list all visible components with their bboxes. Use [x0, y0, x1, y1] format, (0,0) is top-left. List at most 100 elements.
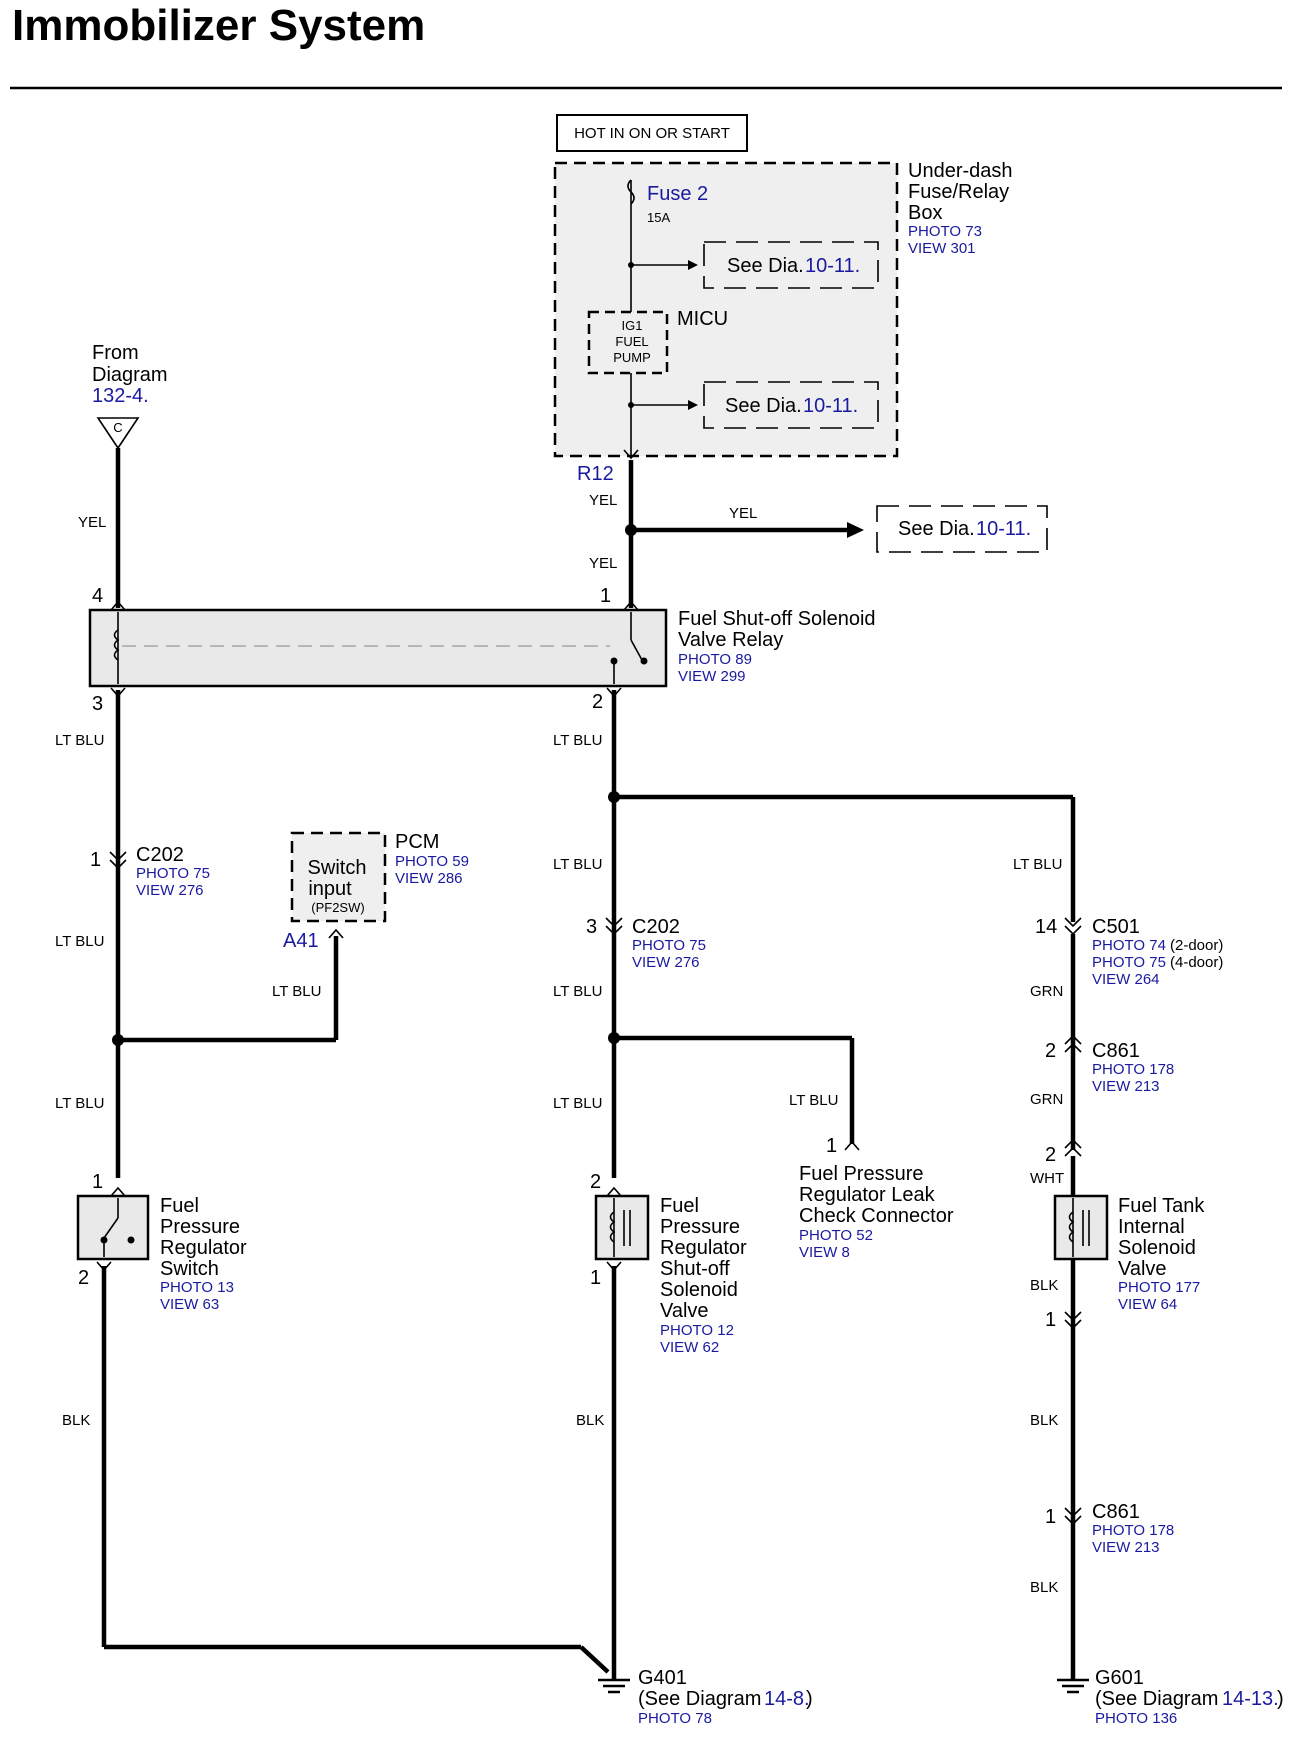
- relay-switch-icon: [630, 639, 643, 661]
- connector-icon: [110, 600, 126, 611]
- wire-label-ltblu: LT BLU: [553, 732, 602, 749]
- connector-icon: [623, 600, 639, 611]
- relay-view-link[interactable]: VIEW 299: [678, 668, 746, 685]
- c202-mid-view-link[interactable]: VIEW 276: [632, 954, 700, 971]
- shutoff-valve-name-1: Fuel: [660, 1195, 699, 1217]
- leak-connector-view-link[interactable]: VIEW 8: [799, 1244, 850, 1261]
- pcm-photo-link[interactable]: PHOTO 59: [395, 853, 469, 870]
- c501-photo2-link[interactable]: PHOTO 75: [1092, 954, 1166, 971]
- pcm-signal: (PF2SW): [311, 900, 364, 915]
- g601-see: (See Diagram: [1095, 1688, 1218, 1710]
- relay-pin-3: 3: [92, 693, 103, 715]
- leak-connector-name-2: Regulator Leak: [799, 1184, 936, 1206]
- c501-photo1-link[interactable]: PHOTO 74: [1092, 937, 1166, 954]
- wire-label-ltblu: LT BLU: [55, 732, 104, 749]
- shutoff-valve-photo-link[interactable]: PHOTO 12: [660, 1322, 734, 1339]
- c501-view-link[interactable]: VIEW 264: [1092, 971, 1160, 988]
- pcm-view-link[interactable]: VIEW 286: [395, 870, 463, 887]
- micu-line-1: IG1: [622, 318, 643, 333]
- c202-mid-name: C202: [632, 916, 680, 938]
- leak-connector-name-1: Fuel Pressure: [799, 1163, 924, 1185]
- shutoff-valve-name-6: Valve: [660, 1300, 709, 1322]
- wire-label-blk: BLK: [1030, 1579, 1058, 1596]
- micu-line-3: PUMP: [613, 350, 651, 365]
- connector-icon: [1064, 1507, 1082, 1526]
- tank-valve-view-link[interactable]: VIEW 64: [1118, 1296, 1177, 1313]
- pcm-line-2: input: [308, 878, 352, 900]
- wire-label-yel: YEL: [729, 505, 757, 522]
- c202-mid-photo-link[interactable]: PHOTO 75: [632, 937, 706, 954]
- tank-valve-box: [1053, 1194, 1109, 1261]
- relay-contact-point: [640, 657, 648, 665]
- micu-box: [587, 310, 669, 375]
- shutoff-valve-view-link[interactable]: VIEW 62: [660, 1339, 719, 1356]
- switch-icon: [103, 1217, 119, 1239]
- relay-name-2: Valve Relay: [678, 629, 783, 651]
- c861-top-pin: 2: [1045, 1040, 1056, 1062]
- c202-left-view-link[interactable]: VIEW 276: [136, 882, 204, 899]
- fuse-name[interactable]: Fuse 2: [647, 183, 708, 205]
- c202-left-photo-link[interactable]: PHOTO 75: [136, 865, 210, 882]
- wire-label-ltblu: LT BLU: [553, 1095, 602, 1112]
- relay-pin-2: 2: [592, 691, 603, 713]
- c202-mid-pin: 3: [586, 916, 597, 938]
- wire-label-grn: GRN: [1030, 983, 1063, 1000]
- g401-name: G401: [638, 1667, 687, 1689]
- leak-connector-name-3: Check Connector: [799, 1205, 954, 1227]
- connector-icon: [1064, 1034, 1082, 1053]
- from-diagram-line-1: From: [92, 342, 139, 364]
- c861-bot-name: C861: [1092, 1501, 1140, 1523]
- g401-photo-link[interactable]: PHOTO 78: [638, 1710, 712, 1727]
- c861-bot-pin: 1: [1045, 1506, 1056, 1528]
- see-dia-3-text: See Dia.: [898, 518, 975, 540]
- reg-switch-pin-top: 1: [92, 1171, 103, 1193]
- wire-label-blk: BLK: [576, 1412, 604, 1429]
- from-diagram-link[interactable]: 132-4.: [92, 385, 149, 407]
- g601-name: G601: [1095, 1667, 1144, 1689]
- shutoff-valve-pin-top: 2: [590, 1171, 601, 1193]
- see-dia-1-link[interactable]: 10-11.: [805, 255, 860, 277]
- tank-valve-photo-link[interactable]: PHOTO 177: [1118, 1279, 1200, 1296]
- leak-connector-photo-link[interactable]: PHOTO 52: [799, 1227, 873, 1244]
- c861-top-view-link[interactable]: VIEW 213: [1092, 1078, 1160, 1095]
- see-dia-3-link[interactable]: 10-11.: [976, 518, 1031, 540]
- shutoff-valve-pin-bot: 1: [590, 1267, 601, 1289]
- g601-link[interactable]: 14-13.: [1222, 1688, 1279, 1710]
- c861-bot-view-link[interactable]: VIEW 213: [1092, 1539, 1160, 1556]
- fuse-relay-box: [553, 161, 899, 458]
- c861-bot-photo-link[interactable]: PHOTO 178: [1092, 1522, 1174, 1539]
- reg-switch-name-4: Switch: [160, 1258, 219, 1280]
- g401-link[interactable]: 14-8.: [764, 1688, 810, 1710]
- shutoff-valve-name-5: Solenoid: [660, 1279, 738, 1301]
- connector-icon: [110, 1186, 126, 1197]
- fusebox-photo-link[interactable]: PHOTO 73: [908, 223, 982, 240]
- arrow-right-icon: [847, 522, 864, 538]
- fusebox-view-link[interactable]: VIEW 301: [908, 240, 976, 257]
- connector-icon: [605, 917, 623, 936]
- g601-photo-link[interactable]: PHOTO 136: [1095, 1710, 1177, 1727]
- pcm-box: [290, 831, 387, 923]
- wire-label-ltblu: LT BLU: [553, 856, 602, 873]
- tank-valve-name-2: Internal: [1118, 1216, 1185, 1238]
- reg-switch-photo-link[interactable]: PHOTO 13: [160, 1279, 234, 1296]
- wire-label-yel: YEL: [589, 555, 617, 572]
- fusebox-name-3: Box: [908, 202, 942, 224]
- relay-photo-link[interactable]: PHOTO 89: [678, 651, 752, 668]
- solenoid-coil-icon: [1068, 1211, 1075, 1243]
- see-dia-2-link[interactable]: 10-11.: [803, 395, 858, 417]
- see-dia-2-text: See Dia.: [725, 395, 802, 417]
- reg-switch-pin-bot: 2: [78, 1267, 89, 1289]
- c861-top-photo-link[interactable]: PHOTO 178: [1092, 1061, 1174, 1078]
- relay-pin-4: 4: [92, 585, 103, 607]
- ground-icon: [1057, 1678, 1089, 1694]
- connector-icon: [606, 1186, 622, 1197]
- g401-close: ): [806, 1688, 813, 1710]
- c501-name: C501: [1092, 916, 1140, 938]
- g601-close: ): [1277, 1688, 1284, 1710]
- tank-valve-name-1: Fuel Tank: [1118, 1195, 1205, 1217]
- arrow-right-icon: [688, 260, 698, 270]
- wire-label-yel: YEL: [78, 514, 106, 531]
- reg-switch-view-link[interactable]: VIEW 63: [160, 1296, 219, 1313]
- wire-label-ltblu: LT BLU: [1013, 856, 1062, 873]
- wire-label-blk: BLK: [62, 1412, 90, 1429]
